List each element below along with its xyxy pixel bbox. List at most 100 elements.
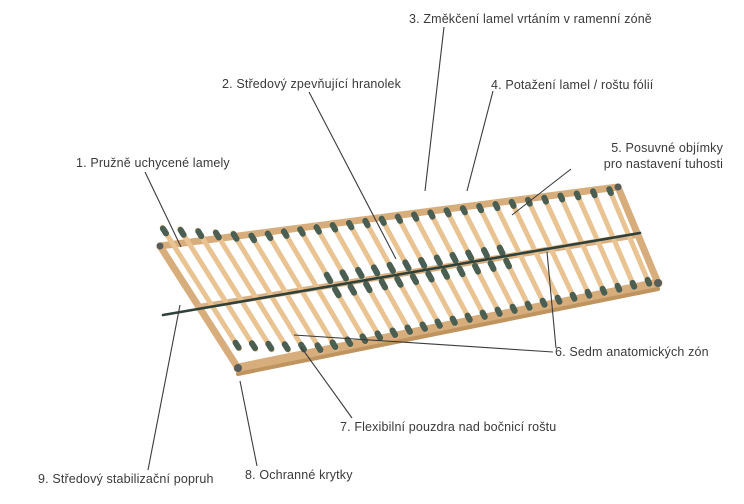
slat-part bbox=[297, 226, 306, 237]
slat-part bbox=[503, 257, 512, 270]
slat-part bbox=[539, 297, 548, 308]
slat-part bbox=[449, 252, 459, 264]
slat-part bbox=[427, 209, 436, 220]
slat-part bbox=[476, 203, 485, 214]
callout-label-4: 4. Potažení lamel / roštu fólií bbox=[491, 78, 654, 92]
slat-part bbox=[362, 217, 371, 229]
slat-part bbox=[573, 190, 582, 201]
slat-part bbox=[323, 271, 334, 285]
center-strap bbox=[161, 231, 642, 317]
callout-label-5-line2: pro nastavení tuhosti bbox=[603, 157, 723, 171]
slat-part bbox=[404, 324, 413, 335]
callout-label-3: 3. Změkčení lamel vrtáním v ramenní zóně bbox=[409, 12, 652, 26]
slat-part bbox=[332, 286, 342, 299]
slat-part bbox=[345, 219, 355, 231]
slat-part bbox=[370, 264, 381, 277]
callout-label-5: 5. Posuvné objímky pro nastavení tuhosti bbox=[604, 140, 723, 172]
slat-part bbox=[494, 306, 503, 317]
slat-part bbox=[248, 232, 258, 244]
slat-part bbox=[606, 186, 614, 196]
slat-part bbox=[177, 226, 187, 238]
slat-part bbox=[472, 262, 481, 275]
slat-part bbox=[378, 215, 387, 226]
slat-part bbox=[378, 278, 389, 291]
slat-part bbox=[212, 229, 291, 353]
leader-line-9 bbox=[147, 304, 181, 471]
slat-part bbox=[195, 227, 275, 353]
slat-part bbox=[440, 267, 450, 280]
slat-part bbox=[599, 285, 608, 296]
slat-part bbox=[374, 330, 384, 341]
slat-part bbox=[487, 260, 497, 272]
slat-part bbox=[409, 273, 420, 286]
corner-cap bbox=[614, 183, 622, 191]
corner-caps bbox=[156, 183, 662, 372]
slat-part bbox=[212, 229, 222, 241]
slat-part bbox=[298, 341, 307, 353]
slat-part bbox=[459, 205, 468, 216]
slat-part bbox=[159, 225, 169, 237]
callout-label-1: 1. Pružně uchycené lamely bbox=[76, 156, 230, 170]
slat-part bbox=[281, 341, 291, 352]
slat-part bbox=[195, 228, 205, 240]
leader-line-5 bbox=[511, 168, 572, 216]
leader-line-3 bbox=[424, 26, 445, 192]
slat-part bbox=[425, 270, 435, 283]
leader-line-1 bbox=[144, 171, 182, 248]
slat-part bbox=[557, 192, 566, 203]
slat-part bbox=[386, 261, 396, 274]
slat-part bbox=[329, 339, 339, 350]
corner-cap bbox=[234, 364, 242, 372]
slat-part bbox=[590, 188, 598, 199]
callout-label-9: 9. Středový stabilizační popruh bbox=[38, 472, 214, 486]
front-rail-edge bbox=[236, 287, 660, 376]
slat-part bbox=[590, 187, 638, 291]
slat-part bbox=[456, 265, 466, 278]
slat-part bbox=[280, 228, 290, 239]
callout-label-7: 7. Flexibilní pouzdra nad bočnicí roštu bbox=[340, 420, 557, 434]
leader-line-4 bbox=[466, 90, 494, 192]
slat-part bbox=[232, 339, 242, 351]
leader-line-7 bbox=[300, 346, 353, 419]
slat-part bbox=[606, 185, 653, 288]
slat-part bbox=[554, 294, 563, 305]
slat-part bbox=[524, 300, 533, 311]
slat-part bbox=[492, 200, 501, 211]
slat-part bbox=[411, 211, 420, 222]
slat-part bbox=[644, 276, 653, 287]
slat-part bbox=[314, 342, 324, 353]
slat-part bbox=[443, 207, 452, 218]
slat-part bbox=[230, 231, 240, 242]
slat-part bbox=[508, 198, 517, 209]
slat-part bbox=[347, 283, 358, 296]
corner-cap bbox=[654, 279, 662, 287]
slat-part bbox=[614, 282, 623, 293]
leader-line-8 bbox=[239, 380, 258, 467]
slat-part bbox=[465, 249, 475, 262]
slat-part bbox=[481, 247, 490, 259]
leader-line-6b bbox=[293, 334, 554, 353]
slat-part bbox=[359, 333, 369, 344]
slat-part bbox=[394, 213, 404, 224]
slat-part bbox=[629, 279, 638, 290]
slat-part bbox=[419, 321, 428, 332]
slat-part bbox=[344, 336, 354, 347]
slat-part bbox=[264, 230, 274, 241]
leader-line-6a bbox=[546, 251, 557, 349]
slat-part bbox=[449, 315, 458, 326]
slat-part bbox=[394, 275, 404, 288]
slat-part bbox=[464, 312, 473, 323]
slat-part bbox=[355, 266, 365, 279]
slat-part bbox=[339, 269, 349, 282]
slat-part bbox=[433, 254, 443, 267]
slat-part bbox=[402, 259, 412, 272]
callout-label-8: 8. Ochranné krytky bbox=[245, 468, 353, 482]
slat-part bbox=[496, 244, 506, 257]
callout-label-5-line1: 5. Posuvné objímky bbox=[611, 141, 723, 155]
slat-part bbox=[265, 340, 275, 352]
leader-lines bbox=[144, 26, 572, 471]
slat-part bbox=[159, 224, 242, 352]
slat-part bbox=[434, 318, 443, 329]
